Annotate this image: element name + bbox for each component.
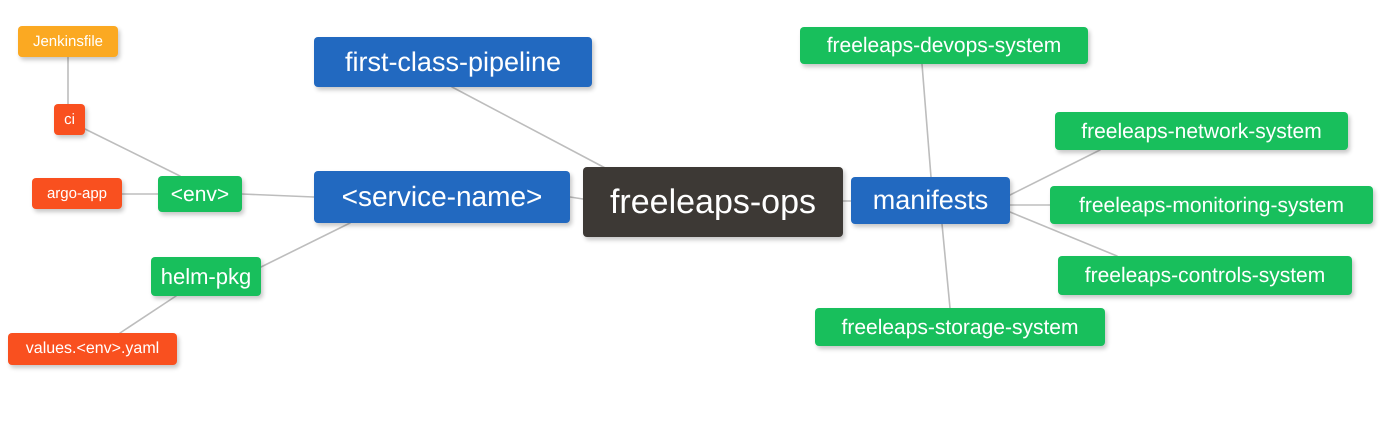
node-label: freeleaps-ops	[609, 183, 816, 221]
node-freeleaps-storage-system[interactable]: freeleaps-storage-system	[815, 308, 1105, 346]
node-freeleaps-monitoring-system[interactable]: freeleaps-monitoring-system	[1050, 186, 1373, 224]
node-label: <service-name>	[341, 181, 543, 212]
node-argo-app[interactable]: argo-app	[32, 178, 122, 209]
node-freeleaps-devops-system[interactable]: freeleaps-devops-system	[800, 27, 1088, 64]
node-env[interactable]: <env>	[158, 176, 242, 212]
node-helm-pkg[interactable]: helm-pkg	[151, 257, 261, 296]
edge-manifests-to-freeleaps-devops-system	[921, 63, 932, 178]
edge-manifests-to-freeleaps-storage-system	[941, 223, 951, 309]
node-label: first-class-pipeline	[344, 46, 562, 77]
node-label: argo-app	[46, 185, 108, 202]
node-manifests[interactable]: manifests	[851, 177, 1010, 224]
edge-service-name-to-helm-pkg	[260, 222, 351, 268]
node-label: Jenkinsfile	[32, 33, 104, 50]
edge-freeleaps-ops-to-service-name	[569, 196, 584, 200]
node-label: freeleaps-controls-system	[1084, 264, 1326, 287]
edge-env-to-ci	[84, 128, 181, 177]
node-freeleaps-ops[interactable]: freeleaps-ops	[583, 167, 843, 237]
edge-service-name-to-env	[241, 193, 315, 198]
node-first-class-pipeline[interactable]: first-class-pipeline	[314, 37, 592, 87]
node-label: values.<env>.yaml	[25, 340, 160, 357]
node-label: helm-pkg	[160, 263, 252, 289]
node-label: freeleaps-storage-system	[841, 315, 1079, 339]
node-label: <env>	[170, 182, 230, 206]
node-ci[interactable]: ci	[54, 104, 85, 135]
node-label: freeleaps-monitoring-system	[1079, 193, 1344, 217]
edge-helm-pkg-to-values-env-yaml	[119, 295, 177, 334]
node-label: ci	[64, 111, 75, 128]
node-freeleaps-controls-system[interactable]: freeleaps-controls-system	[1058, 256, 1352, 295]
node-label: manifests	[872, 185, 989, 215]
node-jenkinsfile[interactable]: Jenkinsfile	[18, 26, 118, 57]
node-label: freeleaps-network-system	[1081, 119, 1322, 143]
node-values-env-yaml[interactable]: values.<env>.yaml	[8, 333, 177, 365]
node-label: freeleaps-devops-system	[826, 34, 1062, 57]
node-freeleaps-network-system[interactable]: freeleaps-network-system	[1055, 112, 1348, 150]
node-service-name[interactable]: <service-name>	[314, 171, 570, 223]
edge-freeleaps-ops-to-first-class-pipeline	[451, 86, 610, 171]
